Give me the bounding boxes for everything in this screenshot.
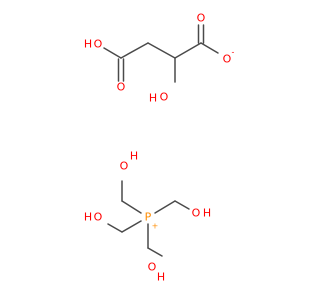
atom-o-carbonyl-1: O (117, 81, 126, 94)
bond-cb-o3 (174, 200, 190, 210)
atom-o-top: O (120, 160, 129, 173)
atom-h-top: H (130, 150, 138, 163)
bond-cd-o4 (147, 247, 163, 257)
charge-minus: - (232, 48, 235, 57)
atom-h-carboxyl: H (84, 38, 92, 51)
atom-p: P (145, 211, 152, 224)
bond-p-ca (121, 200, 142, 214)
atom-o-carbonyl-2: O (197, 12, 206, 25)
structure-canvas: H O O O O - H O P + O H H O O H O H (84, 12, 235, 284)
malate-labels: H O O O O - H O (84, 12, 235, 105)
atom-o-hydroxyl: O (160, 91, 169, 104)
charge-plus: + (152, 222, 159, 231)
atom-o-carboxyl-oh: O (94, 38, 103, 51)
bond-c1-c2 (120, 42, 149, 59)
bond-c2-c3 (147, 42, 176, 59)
atom-o-right: O (192, 207, 201, 220)
atom-o-left: O (94, 211, 103, 224)
malate-bonds (103, 24, 219, 83)
phosphonium-labels: P + O H H O O H O H (84, 150, 211, 284)
bond-c1-oh (103, 47, 122, 59)
bond-c4-o-minus (200, 42, 219, 54)
atom-h-right: H (203, 207, 211, 220)
atom-o-carboxylate: O (223, 53, 232, 66)
phosphonium-bonds (107, 180, 190, 257)
atom-h-left: H (84, 211, 92, 224)
bond-p-cb (154, 200, 176, 214)
bond-cc-o2 (107, 223, 123, 233)
atom-o-bottom: O (148, 261, 157, 274)
atom-h-hydroxyl: H (149, 92, 157, 105)
bond-p-cc (121, 220, 142, 233)
atom-h-bottom: H (157, 271, 165, 284)
molecule-svg: H O O O O - H O P + O H H O O H O H (84, 12, 235, 284)
bond-c3-c4 (174, 42, 202, 59)
